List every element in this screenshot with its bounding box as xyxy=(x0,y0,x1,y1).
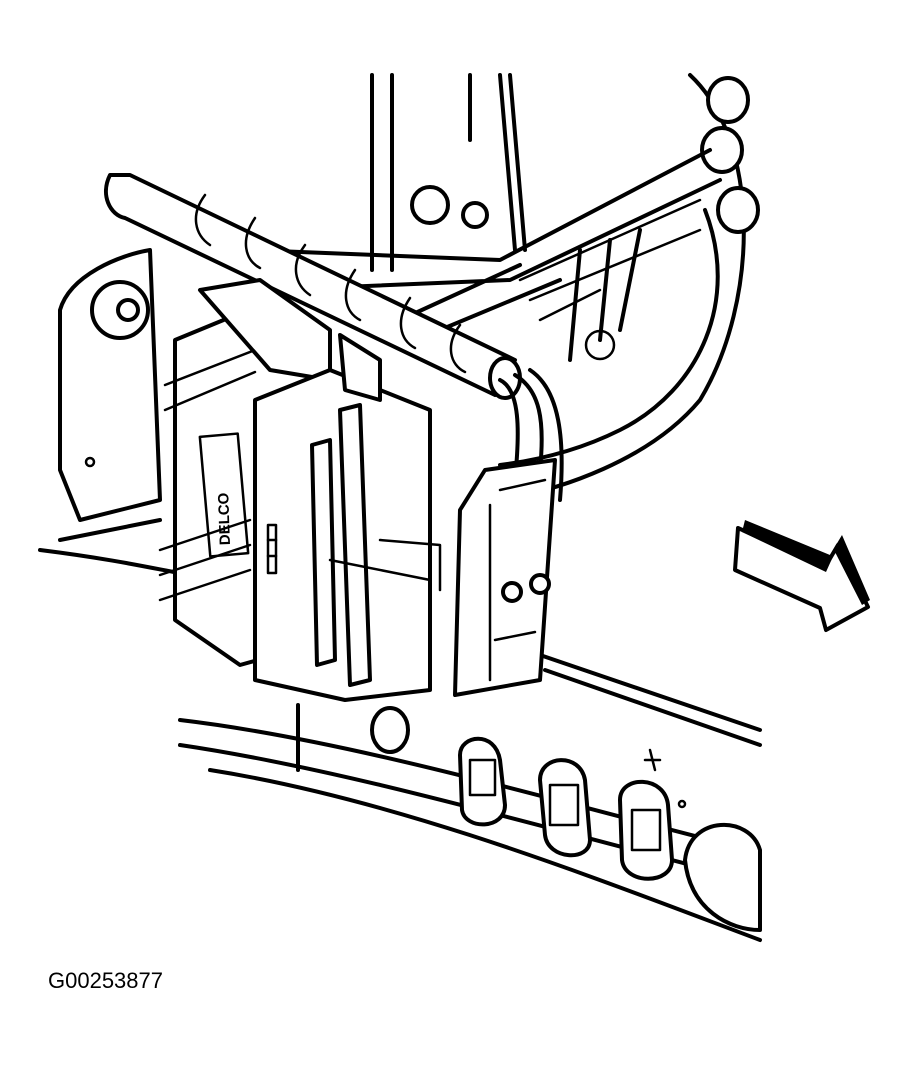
wiring-harness xyxy=(104,173,564,502)
floor-sill xyxy=(178,653,762,942)
harness-connector xyxy=(453,458,557,697)
control-module: DELCO xyxy=(158,278,442,702)
cross-member xyxy=(248,148,722,362)
grommets xyxy=(410,76,760,234)
direction-arrow-icon xyxy=(733,520,870,632)
mounting-bracket xyxy=(38,248,192,577)
delco-logo: DELCO xyxy=(215,492,234,545)
figure-id-label: G00253877 xyxy=(48,968,163,993)
